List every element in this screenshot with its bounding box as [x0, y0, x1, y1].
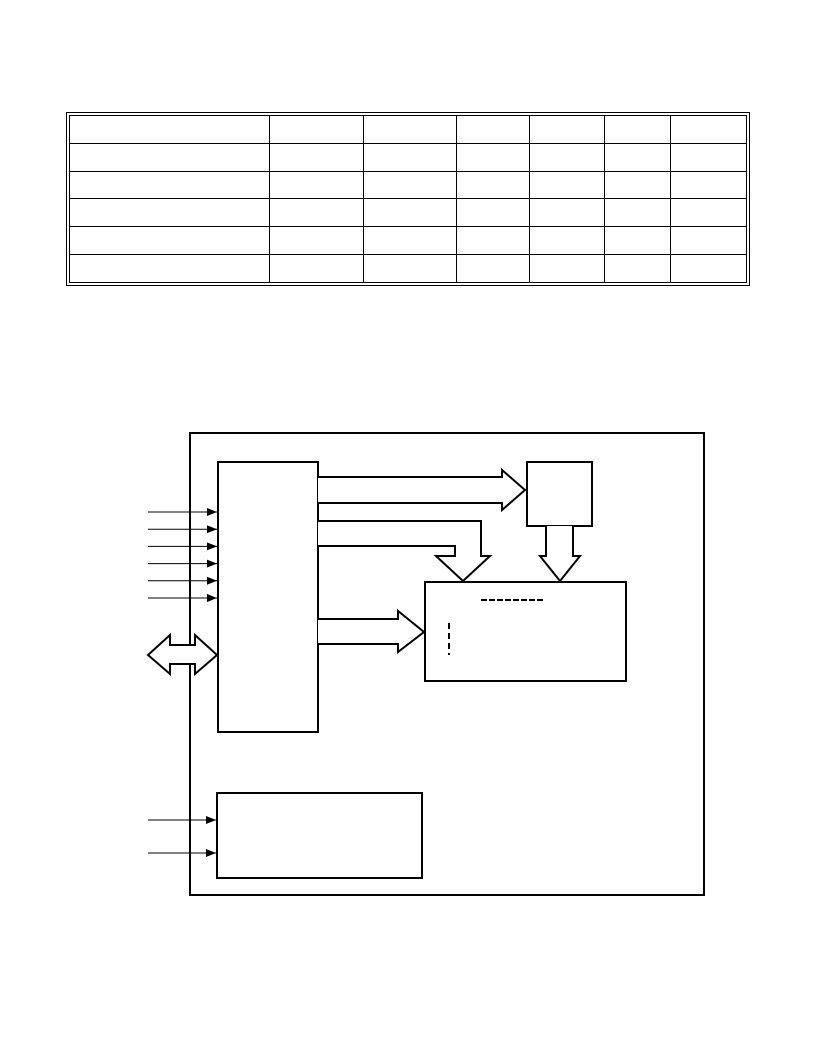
- bus-arrow-elbow-to-array: [318, 520, 493, 583]
- bidirectional-bus-arrow: [146, 632, 219, 677]
- table-cell: [68, 142, 271, 172]
- table-cell: [603, 226, 672, 256]
- table-cell: [362, 170, 458, 200]
- table-cell: [603, 198, 672, 228]
- table-cell: [269, 198, 364, 228]
- table-cell: [269, 115, 364, 144]
- table-row: [68, 115, 747, 144]
- bus-arrow-to-array-side: [318, 608, 426, 655]
- table-cell: [670, 198, 747, 228]
- table-cell: [529, 170, 605, 200]
- table-cell: [362, 142, 458, 172]
- table-cell: [529, 142, 605, 172]
- table-cell: [269, 254, 364, 283]
- table-row: [68, 170, 747, 200]
- table-cell: [456, 142, 531, 172]
- table-cell: [362, 115, 458, 144]
- table-cell: [670, 115, 747, 144]
- lower-input-signal-group: [148, 816, 216, 857]
- table-cell: [456, 254, 531, 283]
- table-cell: [362, 254, 458, 283]
- table-cell: [670, 226, 747, 256]
- bus-arrow-down-to-array: [537, 526, 583, 583]
- table-cell: [68, 170, 271, 200]
- table-cell: [529, 254, 605, 283]
- upper-right-block: [526, 461, 593, 527]
- controller-block: [217, 461, 319, 733]
- table-cell: [603, 254, 672, 283]
- table-cell: [670, 254, 747, 283]
- grid-table-body: [68, 115, 747, 283]
- bus-arrow-to-upper-block: [318, 467, 527, 513]
- table-row: [68, 142, 747, 172]
- table-cell: [670, 170, 747, 200]
- array-block: [424, 581, 627, 682]
- table-cell: [456, 198, 531, 228]
- table-cell: [456, 115, 531, 144]
- table-cell: [362, 226, 458, 256]
- grid-table: [66, 112, 750, 286]
- table-cell: [670, 142, 747, 172]
- table-row: [68, 254, 747, 283]
- table-cell: [68, 115, 271, 144]
- table-cell: [362, 198, 458, 228]
- table-cell: [68, 198, 271, 228]
- table-cell: [529, 115, 605, 144]
- table-cell: [529, 198, 605, 228]
- table-cell: [68, 254, 271, 283]
- table-cell: [603, 115, 672, 144]
- lower-block: [216, 792, 423, 879]
- input-signal-group: [148, 508, 217, 602]
- table-cell: [603, 170, 672, 200]
- table-row: [68, 198, 747, 228]
- table-cell: [603, 142, 672, 172]
